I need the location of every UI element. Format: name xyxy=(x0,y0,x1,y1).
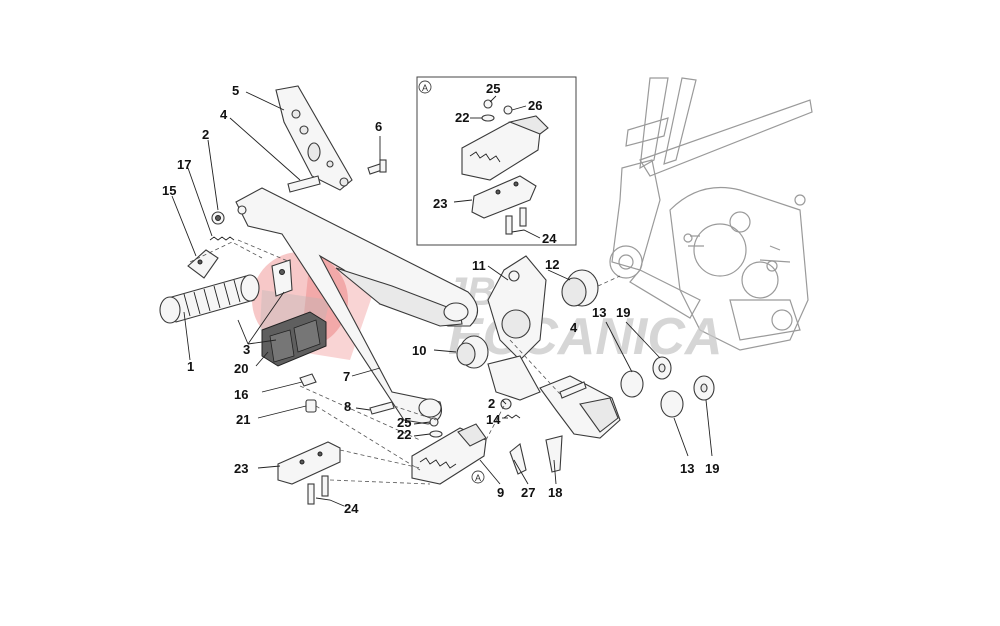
washer-22-lower xyxy=(429,430,443,438)
callout-23-inset: 23 xyxy=(433,196,447,211)
callout-19-upper: 19 xyxy=(616,305,630,320)
callout-18: 18 xyxy=(548,485,562,500)
marker-a-main-label: A xyxy=(475,473,481,483)
footpeg-bracket xyxy=(235,187,479,425)
frame-and-engine-outline xyxy=(609,77,813,351)
detail-marker-a-inset: A xyxy=(418,80,432,94)
bracket-lower xyxy=(487,355,541,401)
spacer-21 xyxy=(305,399,317,413)
bush-10 xyxy=(456,335,489,369)
callout-7: 7 xyxy=(343,369,350,384)
callout-4-right: 4 xyxy=(570,320,578,335)
callout-24-lower: 24 xyxy=(344,501,359,516)
alignment-lines xyxy=(189,239,621,485)
callout-8: 8 xyxy=(344,399,351,414)
mounting-plate-11 xyxy=(487,255,547,361)
pin-27 xyxy=(509,443,527,475)
callout-27: 27 xyxy=(521,485,535,500)
screw-8 xyxy=(369,401,395,415)
callout-2-left: 2 xyxy=(202,127,209,142)
nut-2-top xyxy=(211,211,225,225)
watermark-text-line2: ECCANICA xyxy=(448,308,722,366)
callout-19-lower: 19 xyxy=(705,461,719,476)
washer-19-lower xyxy=(693,375,715,401)
bush-13-lower xyxy=(660,390,684,418)
detail-marker-a-main: A xyxy=(471,470,485,484)
spring-plate-15 xyxy=(187,249,219,279)
callout-24-inset: 24 xyxy=(542,231,557,246)
callout-6: 6 xyxy=(375,119,382,134)
screws-24-lower xyxy=(307,475,329,505)
callout-13-lower: 13 xyxy=(680,461,694,476)
callout-10: 10 xyxy=(412,343,426,358)
leader-lines xyxy=(171,91,713,507)
callout-15: 15 xyxy=(162,183,176,198)
callout-2-right: 2 xyxy=(488,396,495,411)
callout-9: 9 xyxy=(497,485,504,500)
bush-13-upper xyxy=(620,370,644,398)
callout-17: 17 xyxy=(177,157,191,172)
callout-11: 11 xyxy=(472,258,486,273)
bolt-4-right xyxy=(559,381,587,399)
callout-23-lower: 23 xyxy=(234,461,248,476)
callout-4-left: 4 xyxy=(220,107,228,122)
callout-22-lower: 22 xyxy=(397,427,411,442)
plate-23-lower xyxy=(277,441,341,485)
callout-16: 16 xyxy=(234,387,248,402)
washer-19-upper xyxy=(652,356,672,380)
spring-17 xyxy=(209,236,235,241)
callout-1: 1 xyxy=(187,359,194,374)
callout-26: 26 xyxy=(528,98,542,113)
callout-22-inset: 22 xyxy=(455,110,469,125)
rubber-pad-20 xyxy=(261,311,327,367)
callout-labels: 5 4 6 2 17 15 1 3 20 16 21 7 8 10 11 12 … xyxy=(162,81,719,516)
pivot-pin xyxy=(287,175,321,193)
callout-12: 12 xyxy=(545,257,559,272)
screw-6 xyxy=(367,159,387,175)
callout-3: 3 xyxy=(243,342,250,357)
spring-14 xyxy=(503,414,521,419)
footpeg-mount-3 xyxy=(271,259,293,297)
rubber-footpeg xyxy=(159,274,260,324)
heel-guard-plate xyxy=(275,85,353,191)
callout-25-lower: 25 xyxy=(397,415,411,430)
callout-21: 21 xyxy=(236,412,250,427)
bolt-18 xyxy=(545,435,563,473)
washer-16 xyxy=(299,373,317,387)
callout-20: 20 xyxy=(234,361,248,376)
callout-25-inset: 25 xyxy=(486,81,500,96)
callout-14: 14 xyxy=(486,412,501,427)
footrest-9 xyxy=(411,423,487,485)
marker-a-inset-label: A xyxy=(422,83,428,93)
inset-detail-a xyxy=(416,76,577,246)
callout-5: 5 xyxy=(232,83,239,98)
bush-12 xyxy=(561,269,599,307)
callout-13-upper: 13 xyxy=(592,305,606,320)
